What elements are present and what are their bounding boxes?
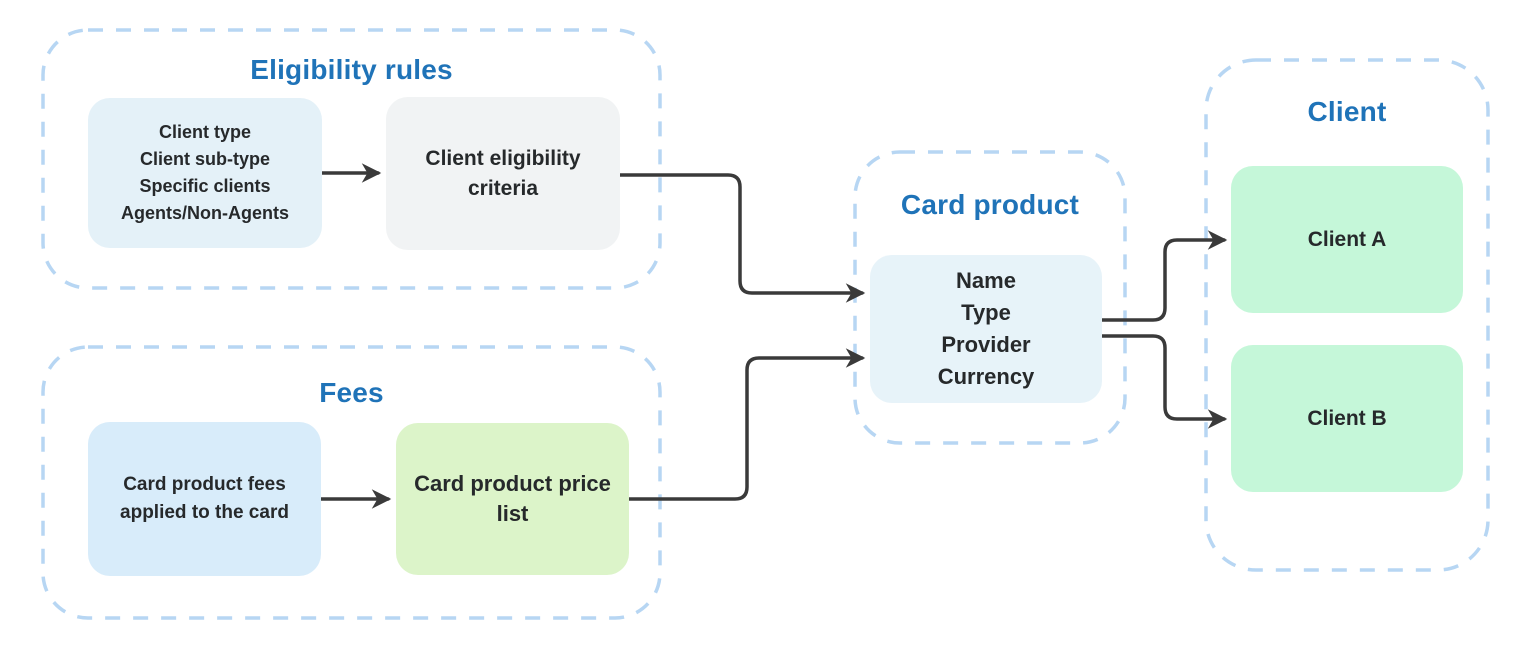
fees-group-title: Fees	[319, 377, 384, 408]
criteria-line: criteria	[467, 176, 539, 200]
arrow-card-product-to-client-b	[1100, 334, 1228, 429]
card-product-attributes-node: Name Type Provider Currency	[870, 255, 1102, 403]
client-eligibility-criteria-node: Client eligibility criteria	[386, 97, 620, 250]
card-product-group-title: Card product	[900, 189, 1080, 220]
eligibility-input-line: Specific clients	[139, 176, 271, 196]
eligibility-input-line: Agents/Non-Agents	[121, 203, 289, 223]
eligibility-inputs-node: Client type Client sub-type Specific cli…	[88, 98, 322, 248]
arrow-criteria-to-card-product	[618, 173, 866, 303]
fees-group-border	[41, 345, 662, 620]
card-product-attribute: Name	[956, 268, 1016, 293]
card-product-attribute: Currency	[937, 364, 1035, 389]
price-list-line: Card product price	[414, 471, 611, 496]
client-group-border	[1204, 58, 1490, 572]
client-b-node: Client B	[1231, 345, 1463, 492]
arrow-price-list-to-card-product	[627, 348, 866, 501]
eligibility-input-line: Client type	[158, 122, 251, 142]
fees-line: applied to the card	[120, 502, 289, 523]
fees-line: Card product fees	[123, 474, 286, 495]
eligibility-input-line: Client sub-type	[139, 149, 270, 169]
client-b-label: Client B	[1307, 406, 1387, 430]
card-product-fees-node: Card product fees applied to the card	[88, 422, 321, 576]
price-list-line: list	[496, 501, 529, 526]
client-a-node: Client A	[1231, 166, 1463, 313]
card-product-attribute: Type	[961, 300, 1011, 325]
card-product-price-list-node: Card product price list	[396, 423, 629, 575]
eligibility-group-title: Eligibility rules	[250, 54, 453, 85]
card-product-attribute: Provider	[941, 332, 1031, 357]
client-a-label: Client A	[1307, 227, 1387, 251]
arrow-card-product-to-client-a	[1100, 230, 1228, 322]
eligibility-group-border	[41, 28, 662, 290]
criteria-line: Client eligibility	[425, 146, 581, 170]
client-group-title: Client	[1307, 96, 1387, 127]
